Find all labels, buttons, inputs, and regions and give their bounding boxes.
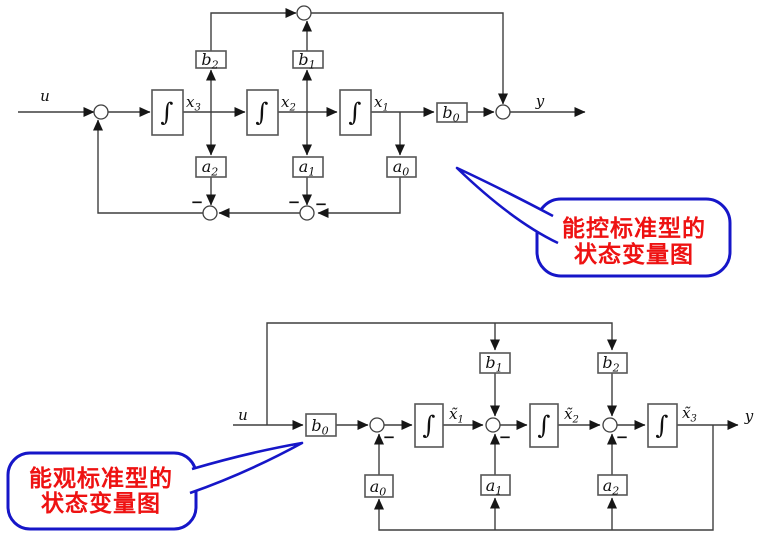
controllable-form-diagram: ∫ ∫ ∫ b2 b1 b0 a2 a1 a0 u x3 x2 x1 y − −… [18, 5, 586, 221]
callout-tail-pointer [189, 441, 304, 495]
integrator-symbol: ∫ [537, 411, 550, 440]
gain-label-a1: a1 [299, 157, 316, 179]
top-summing-junction [296, 5, 312, 21]
gain-block-a1 [292, 156, 324, 178]
callout-body [535, 197, 732, 278]
integrator-symbol: ∫ [422, 411, 435, 440]
gain-block-a0 [364, 474, 394, 498]
gain-label-a2: a2 [202, 157, 219, 179]
state-label-x1: x1 [374, 93, 389, 114]
gain-block-b1 [292, 50, 324, 69]
gain-label-a2: a2 [603, 476, 620, 498]
gain-block-b0 [436, 102, 468, 123]
observable-form-diagram: ∫ ∫ ∫ b0 b1 b2 a0 a1 a2 u x̃1 x̃2 x̃3 y … [233, 322, 754, 531]
state-label-x1: x̃1 [449, 405, 464, 426]
integrator-symbol: ∫ [160, 98, 173, 127]
gain-label-b2: b2 [602, 353, 619, 375]
state-label-x2: x2 [281, 93, 296, 114]
output-signal-label: y [744, 407, 754, 425]
gain-label-a1: a1 [486, 476, 503, 498]
callout-text-line2: 状态变量图 [41, 490, 161, 517]
callout-text-line1: 能控标准型的 [562, 215, 706, 242]
gain-label-a0: a0 [393, 157, 410, 179]
gain-label-b0: b0 [442, 103, 459, 125]
integrator-symbol: ∫ [348, 98, 361, 127]
input-signal-label: u [40, 87, 50, 105]
controllable-callout-bubble: 能控标准型的 状态变量图 [455, 166, 732, 278]
integrator-symbol: ∫ [655, 411, 668, 440]
gain-block-a2 [597, 474, 628, 496]
gain-label-a0: a0 [370, 477, 387, 499]
observable-callout-bubble: 能观标准型的 状态变量图 [6, 441, 304, 531]
gain-block-b0 [305, 413, 337, 437]
integrator-block-x2 [529, 403, 559, 448]
summing-junction-2 [485, 417, 501, 433]
minus-sign: − [616, 428, 629, 446]
wire-b2-to-top-sum [210, 8, 297, 51]
gain-label-b1: b1 [485, 353, 502, 375]
gain-block-b2 [195, 50, 227, 69]
gain-label-b1: b1 [298, 50, 315, 72]
feedback-summing-junction-1 [202, 205, 218, 221]
minus-sign: − [315, 195, 328, 213]
gain-block-b1 [479, 352, 511, 374]
gain-label-b0: b0 [311, 416, 328, 438]
state-label-x3: x3 [186, 93, 201, 114]
summing-junction-1 [369, 417, 385, 433]
wire-feedback-to-input-sum [93, 119, 203, 214]
wire-u-top-branch-to-b2 [266, 322, 617, 425]
integrator-block-x2 [246, 89, 279, 136]
output-summing-junction [495, 104, 511, 120]
gain-label-b2: b2 [201, 50, 218, 72]
integrator-block-x1 [414, 403, 444, 448]
callout-text-line2: 状态变量图 [574, 241, 694, 268]
minus-sign: − [288, 193, 301, 211]
integrator-symbol: ∫ [255, 98, 268, 127]
gain-block-b2 [597, 352, 628, 374]
callout-tail-pointer [455, 166, 559, 245]
integrator-block-x1 [339, 89, 372, 136]
feedback-summing-junction-2 [299, 205, 315, 221]
gain-block-a0 [386, 156, 417, 178]
wire-a0-to-feedback-sum2 [317, 177, 401, 218]
callout-text-line1: 能观标准型的 [29, 465, 173, 492]
wire-top-sum-to-output-sum [311, 12, 508, 105]
state-label-x2: x̃2 [564, 405, 579, 426]
summing-junction-3 [602, 417, 618, 433]
minus-sign: − [191, 193, 204, 211]
wire-output-feedback-to-a0 [374, 425, 714, 531]
minus-sign: − [499, 428, 512, 446]
gain-block-a1 [480, 474, 511, 496]
input-signal-label: u [238, 406, 248, 424]
minus-sign: − [383, 428, 396, 446]
integrator-block-x3 [647, 403, 678, 448]
output-signal-label: y [535, 92, 545, 110]
input-summing-junction [93, 104, 109, 120]
integrator-block-x3 [151, 89, 184, 136]
state-label-x3: x̃3 [682, 404, 697, 425]
gain-block-a2 [195, 156, 227, 178]
